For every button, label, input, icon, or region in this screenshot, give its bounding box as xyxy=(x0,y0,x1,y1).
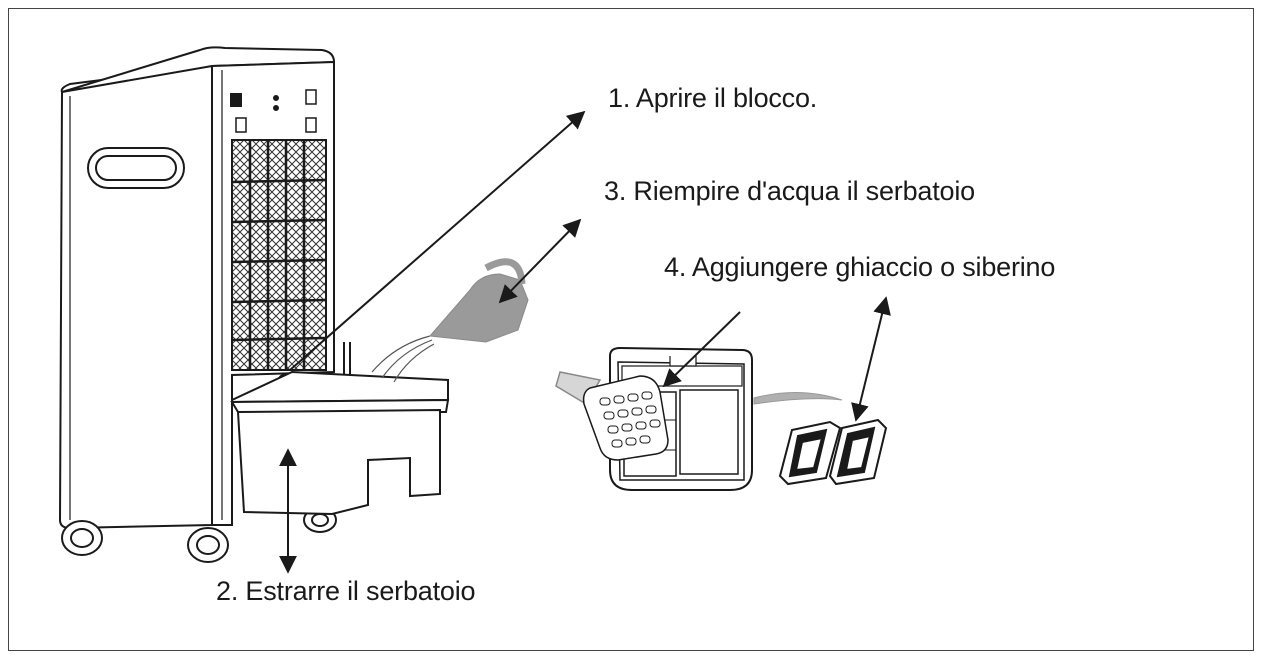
cooler-side-panel xyxy=(58,64,213,530)
arrow-step4-packs xyxy=(851,296,891,422)
arrow-step1 xyxy=(289,110,586,371)
step-1-label: 1. Aprire il blocco. xyxy=(608,83,818,113)
ice-pack-inserted xyxy=(555,371,669,461)
ice-pack-icon xyxy=(778,420,842,486)
handle-icon xyxy=(87,147,185,189)
diagram-frame xyxy=(8,8,1254,651)
arrow-step4-tank xyxy=(662,311,741,388)
ice-pack-icon xyxy=(828,418,888,486)
wheel-icon xyxy=(61,520,103,556)
water-stream xyxy=(371,335,435,383)
arrow-step3 xyxy=(498,218,582,304)
arrows xyxy=(279,110,891,574)
motion-swoosh xyxy=(753,392,843,405)
step-2-label: 2. Estrarre il serbatoio xyxy=(216,576,476,606)
cooler-top xyxy=(61,46,336,93)
step-4-label: 4. Aggiungere ghiaccio o siberino xyxy=(664,252,1056,282)
step-3-label: 3. Riempire d'acqua il serbatoio xyxy=(604,176,975,206)
filter-grid xyxy=(231,139,327,371)
watering-can-icon xyxy=(428,258,529,343)
air-cooler xyxy=(58,46,337,563)
wheel-icon xyxy=(187,527,229,563)
